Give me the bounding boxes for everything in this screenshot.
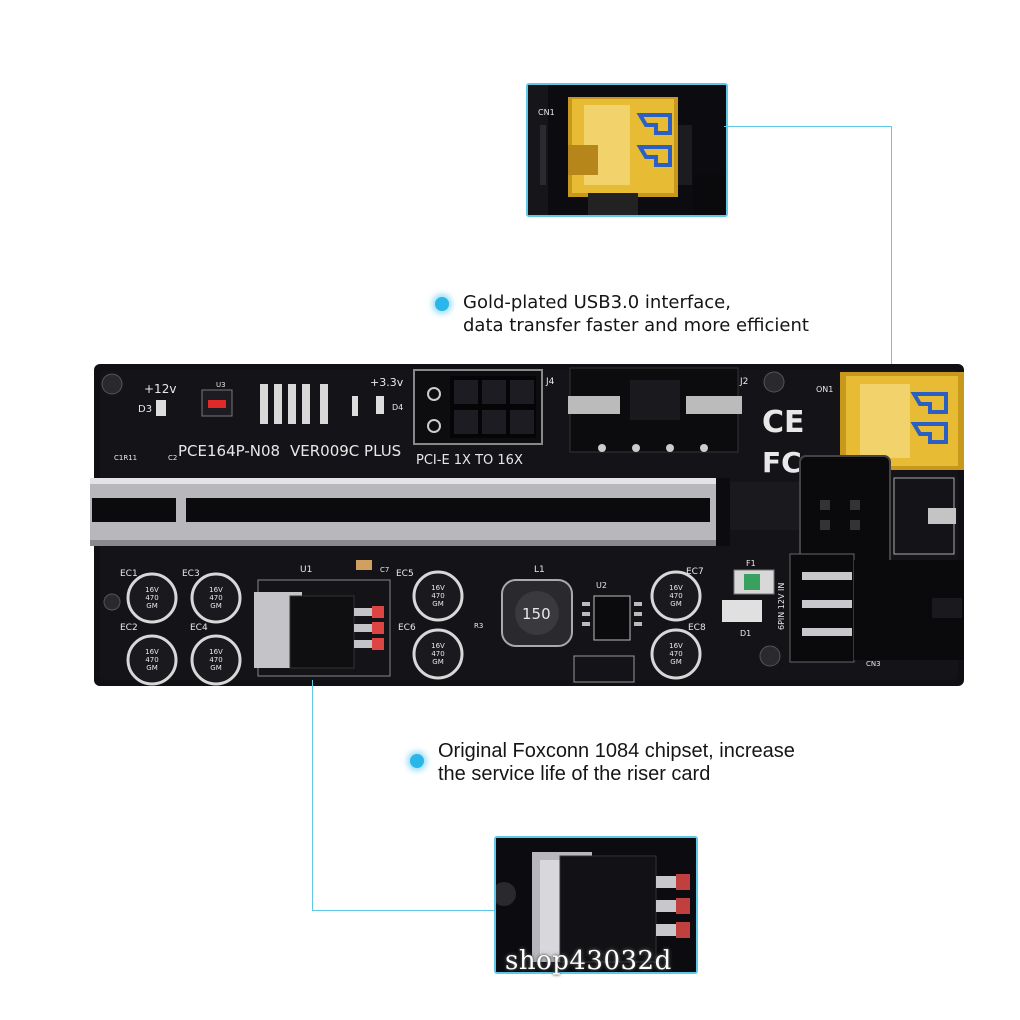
r3-label: R3 <box>474 622 483 630</box>
ec8-label: EC8 <box>688 623 706 633</box>
fcc-mark: FC <box>762 446 802 479</box>
voltage-12-label: +12v <box>144 382 176 396</box>
usb-connector-line-h <box>724 126 892 127</box>
ce-mark: CE <box>762 405 805 440</box>
aux-6pin-header <box>413 369 543 445</box>
j4-label: J4 <box>545 377 555 387</box>
model-label: PCE164P-N08 <box>178 442 280 460</box>
chipset-feature-line2: the service life of the riser card <box>438 763 711 785</box>
shop-watermark: shop43032d <box>505 946 672 976</box>
u2-chip <box>582 595 642 641</box>
ec4-label: EC4 <box>190 623 208 633</box>
pcie-x16-slot <box>90 478 730 546</box>
cn3-label: CN3 <box>866 660 881 668</box>
cn1-zoom-label: CN1 <box>538 108 555 117</box>
u3-label: U3 <box>216 381 226 389</box>
ec3-label: EC3 <box>182 569 200 579</box>
ec5-label: EC5 <box>396 569 414 579</box>
usb-connector-line-v <box>891 126 892 374</box>
chipset-connector-line-h <box>312 910 496 911</box>
ec6-label: EC6 <box>398 623 416 633</box>
usb-feature: Gold-plated USB3.0 interface, data trans… <box>435 291 809 337</box>
usb-feature-text: Gold-plated USB3.0 interface, data trans… <box>463 291 809 337</box>
on1-label: ON1 <box>816 385 833 394</box>
led-row <box>260 384 328 424</box>
capacitors <box>126 570 702 686</box>
ec7-label: EC7 <box>686 567 704 577</box>
voltage-33-label: +3.3v <box>370 376 404 389</box>
chipset-feature-line1: Original Foxconn 1084 chipset, increase <box>438 740 795 762</box>
molex-connector <box>568 367 742 453</box>
power-in-label: 6PIN 12V IN <box>777 583 786 630</box>
chipset-feature: Original Foxconn 1084 chipset, increase … <box>410 740 795 786</box>
ec2-label: EC2 <box>120 623 138 633</box>
l1-inductor <box>501 579 573 647</box>
usb-feature-line2: data transfer faster and more efficient <box>463 315 809 336</box>
u1-label: U1 <box>300 565 312 575</box>
power-6pin-connector <box>789 553 964 663</box>
chipset-feature-text: Original Foxconn 1084 chipset, increase … <box>438 740 795 786</box>
bullet-dot-icon <box>435 297 449 311</box>
riser-board: +12v D3 U3 PCE164P-N08 VER009C PLUS +3.3… <box>90 364 964 686</box>
usb-zoom-callout: CN1 <box>526 83 728 217</box>
l1-label: L1 <box>534 565 545 575</box>
c1r11-label: C1R11 <box>114 454 137 462</box>
version-label: VER009C PLUS <box>290 442 401 460</box>
chipset-connector-line-v <box>312 680 313 910</box>
chipset-zoom-image <box>496 838 696 972</box>
board-usb-port <box>840 372 964 470</box>
ec1-label: EC1 <box>120 569 138 579</box>
d3-label: D3 <box>138 404 152 415</box>
c7-label: C7 <box>380 566 389 574</box>
usb-zoom-image: CN1 <box>528 85 726 215</box>
c2-label: C2 <box>168 454 177 462</box>
u1-regulator <box>254 579 391 677</box>
d4-label: D4 <box>392 403 403 412</box>
chipset-zoom-callout <box>494 836 698 974</box>
inductor-value: 150 <box>522 605 551 623</box>
bullet-dot-icon <box>410 754 424 768</box>
u2-label: U2 <box>596 581 607 590</box>
d1-label: D1 <box>740 629 751 638</box>
pcie-label: PCI-E 1X TO 16X <box>416 453 523 468</box>
usb-feature-line1: Gold-plated USB3.0 interface, <box>463 292 731 313</box>
j2-label: J2 <box>739 377 748 387</box>
f1-label: F1 <box>746 559 756 568</box>
